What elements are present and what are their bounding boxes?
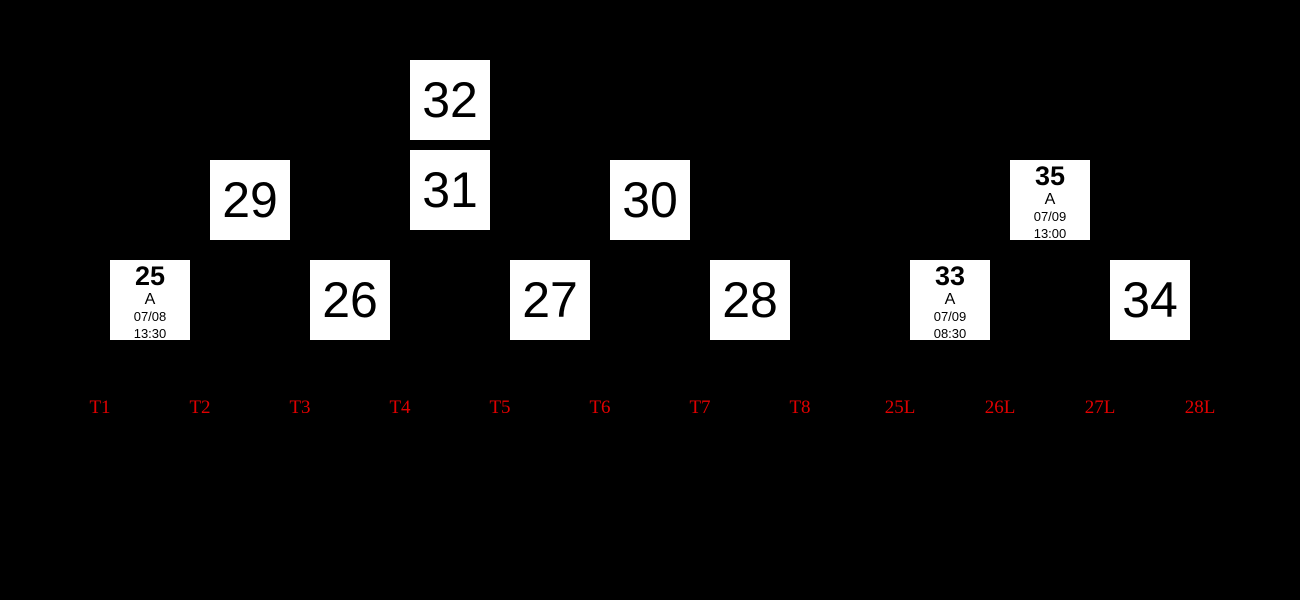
arrival-date: 07/08 bbox=[133, 309, 167, 324]
arrival-time: 13:30 bbox=[133, 326, 167, 341]
arrival-status: A bbox=[944, 291, 956, 308]
arrival-date: 07/09 bbox=[1033, 209, 1067, 224]
train-number: 25 bbox=[134, 261, 166, 291]
track-label-T2: T2 bbox=[189, 397, 211, 418]
track-label-T5: T5 bbox=[489, 397, 511, 418]
train-number: 29 bbox=[222, 172, 278, 228]
arrival-time: 08:30 bbox=[933, 326, 967, 341]
track-label-T7: T7 bbox=[689, 397, 711, 418]
track-label-26L: 26L bbox=[984, 397, 1016, 418]
train-box-32[interactable]: 32 bbox=[410, 60, 490, 140]
track-label-25L: 25L bbox=[884, 397, 916, 418]
train-number: 28 bbox=[722, 272, 778, 328]
train-box-28[interactable]: 28 bbox=[710, 260, 790, 340]
track-label-T8: T8 bbox=[789, 397, 811, 418]
train-number: 31 bbox=[422, 162, 478, 218]
arrival-date: 07/09 bbox=[933, 309, 967, 324]
train-number: 34 bbox=[1122, 272, 1178, 328]
track-label-T4: T4 bbox=[389, 397, 411, 418]
train-box-31[interactable]: 31 bbox=[410, 150, 490, 230]
arrival-status: A bbox=[1044, 191, 1056, 208]
train-box-30[interactable]: 30 bbox=[610, 160, 690, 240]
track-label-27L: 27L bbox=[1084, 397, 1116, 418]
train-box-26[interactable]: 26 bbox=[310, 260, 390, 340]
train-number: 27 bbox=[522, 272, 578, 328]
train-box-29[interactable]: 29 bbox=[210, 160, 290, 240]
train-number: 30 bbox=[622, 172, 678, 228]
train-number: 33 bbox=[934, 261, 966, 291]
train-box-27[interactable]: 27 bbox=[510, 260, 590, 340]
train-number: 32 bbox=[422, 72, 478, 128]
arrival-time: 13:00 bbox=[1033, 226, 1067, 241]
track-label-28L: 28L bbox=[1184, 397, 1216, 418]
train-number: 26 bbox=[322, 272, 378, 328]
track-label-T3: T3 bbox=[289, 397, 311, 418]
track-label-T6: T6 bbox=[589, 397, 611, 418]
train-box-34[interactable]: 34 bbox=[1110, 260, 1190, 340]
train-number: 35 bbox=[1034, 161, 1066, 191]
arrival-status: A bbox=[144, 291, 156, 308]
track-label-T1: T1 bbox=[89, 397, 111, 418]
